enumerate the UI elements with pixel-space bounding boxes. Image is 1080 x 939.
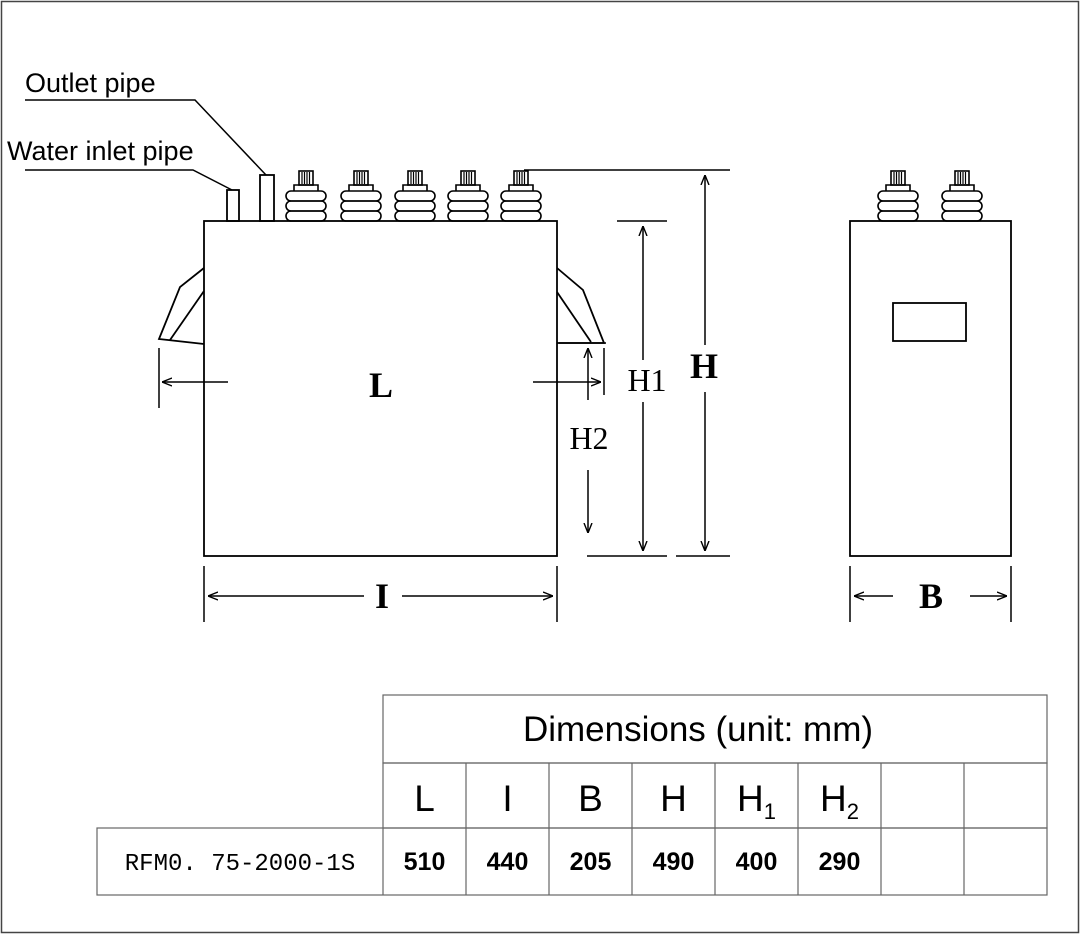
table-cell-1: 510 [404,848,446,876]
column-header-6: H2 [820,778,859,824]
table-cell-5: 400 [736,848,778,876]
table-cell-2: 440 [487,848,529,876]
right-mounting-bracket [556,267,606,344]
table-grid [96,694,1048,896]
side-bushings [877,170,983,222]
table-row-values: 510 440 205 490 400 290 [404,848,861,876]
column-header-1: L [414,778,435,819]
nameplate [892,302,967,342]
side-bushing-1 [877,170,919,222]
side-view [849,220,1012,557]
table-column-lines [465,763,965,895]
front-bushing-2 [340,170,382,222]
front-bushing-3 [394,170,436,222]
table-cell-6: 290 [819,848,861,876]
front-bushing-4 [447,170,489,222]
table-title: Dimensions (unit: mm) [523,710,873,749]
column-header-3: B [578,778,603,819]
dimension-B [849,566,1012,622]
front-bushing-5 [500,170,542,222]
outlet-pipe-label: Outlet pipe [25,68,156,98]
table-cell-4: 490 [653,848,695,876]
dimensions-table: Dimensions (unit: mm) L I B H H1 H2 RFM0. 75-… [96,694,1048,896]
table-cell-3: 205 [570,848,612,876]
dimension-H2-label: H2 [569,420,608,456]
dimension-I [203,566,558,622]
front-body [203,220,558,557]
water-inlet-pipe-label: Water inlet pipe [7,136,194,166]
side-body [849,220,1012,557]
dimension-B-label: B [919,576,943,616]
table-row-model: RFM0. 75-2000-1S [125,851,355,878]
outlet-pipe-leader [25,99,267,176]
front-bushings [285,170,542,222]
dimension-H2 [559,342,606,533]
pipe-leaders [25,99,267,191]
left-mounting-bracket [157,267,205,345]
dimension-L-label: L [369,365,393,405]
water-inlet-pipe [226,189,240,222]
dimension-L [158,348,605,408]
dimension-H1 [587,220,667,557]
dimension-H1-label: H1 [627,362,666,398]
outlet-pipe [259,174,275,222]
side-bushing-2 [941,170,983,222]
dimension-H-label: H [690,346,718,386]
dimension-H [524,169,730,557]
column-header-2: I [502,778,512,819]
column-header-4: H [660,778,687,819]
column-header-5: H1 [737,778,776,824]
dimension-I-label: I [375,576,389,616]
table-column-headers: L I B H H1 H2 [414,778,859,824]
water-inlet-pipe-leader [25,169,233,191]
front-bushing-1 [285,170,327,222]
